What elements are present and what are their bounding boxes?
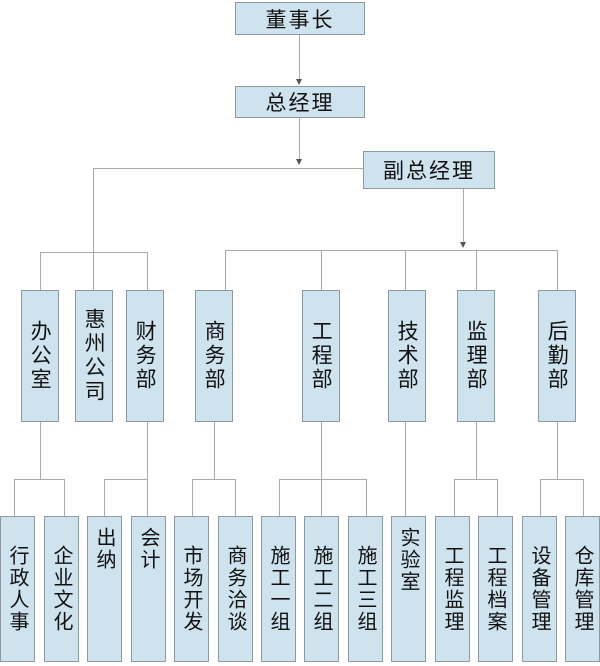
connector-finance-sub-bar xyxy=(104,479,148,480)
connector-office-drop xyxy=(40,252,41,290)
node-construction-team-1: 施工一组 xyxy=(261,516,296,662)
node-huizhou-company: 惠州公司 xyxy=(75,290,113,422)
connector-logistics-drop xyxy=(557,250,558,290)
node-office: 办公室 xyxy=(21,290,59,422)
node-engineering-archive: 工程档案 xyxy=(478,516,513,662)
node-warehouse-management: 仓库管理 xyxy=(565,516,600,662)
node-supervision: 监理部 xyxy=(457,290,495,422)
connector-finance-sub-r xyxy=(147,479,148,516)
connector-finance-drop xyxy=(147,252,148,290)
connector-deputy-down xyxy=(463,189,464,243)
connector-office-group xyxy=(40,252,148,253)
node-corporate-culture: 企业文化 xyxy=(44,516,79,662)
connector-supervision-drop xyxy=(476,250,477,290)
node-finance: 财务部 xyxy=(126,290,164,422)
node-construction-team-2: 施工二组 xyxy=(304,516,339,662)
connector-engineering-sub-r xyxy=(366,479,367,516)
connector-chairman-gm xyxy=(299,35,300,80)
connector-office-sub-bar xyxy=(14,479,65,480)
node-equipment-management: 设备管理 xyxy=(522,516,557,662)
node-business-negotiation: 商务洽谈 xyxy=(218,516,253,662)
node-market-development: 市场开发 xyxy=(174,516,209,662)
connector-engineering-sub-m xyxy=(321,479,322,516)
arrow-gm-down xyxy=(296,159,302,165)
node-admin-hr: 行政人事 xyxy=(0,516,35,662)
node-construction-team-3: 施工三组 xyxy=(348,516,383,662)
connector-logistics-sub xyxy=(557,422,558,479)
connector-technology-drop xyxy=(405,250,406,290)
connector-supervision-sub xyxy=(476,422,477,479)
connector-engineering-drop xyxy=(321,250,322,290)
connector-engineering-sub xyxy=(321,422,322,479)
connector-finance-sub xyxy=(147,422,148,479)
connector-left-drop xyxy=(93,168,94,252)
connector-business-sub-bar xyxy=(192,479,236,480)
connector-huizhou-drop xyxy=(93,252,94,290)
connector-technology-sub xyxy=(405,422,406,516)
connector-gm-down xyxy=(299,117,300,160)
connector-logistics-sub-l xyxy=(540,479,541,516)
connector-logistics-sub-bar xyxy=(540,479,584,480)
node-deputy-gm: 副总经理 xyxy=(363,151,495,189)
connector-office-sub-l xyxy=(14,479,15,516)
connector-dept-bar xyxy=(225,250,558,251)
connector-office-sub xyxy=(40,422,41,479)
connector-business-sub-r xyxy=(235,479,236,516)
connector-engineering-sub-l xyxy=(279,479,280,516)
connector-left-bar xyxy=(93,168,363,169)
node-technology: 技术部 xyxy=(388,290,426,422)
connector-supervision-sub-bar xyxy=(454,479,498,480)
node-laboratory: 实验室 xyxy=(391,516,426,662)
arrow-to-gm xyxy=(296,79,302,85)
node-logistics: 后勤部 xyxy=(538,290,576,422)
connector-supervision-sub-l xyxy=(454,479,455,516)
connector-logistics-sub-r xyxy=(583,479,584,516)
arrow-deputy-down xyxy=(460,242,466,248)
connector-supervision-sub-r xyxy=(497,479,498,516)
node-engineering: 工程部 xyxy=(302,290,340,422)
node-chairman: 董事长 xyxy=(235,2,365,35)
node-cashier: 出纳 xyxy=(87,516,122,662)
node-gm: 总经理 xyxy=(235,86,365,118)
node-engineering-supervision: 工程监理 xyxy=(435,516,470,662)
connector-business-drop xyxy=(225,250,226,290)
node-business: 商务部 xyxy=(195,290,233,422)
connector-business-sub xyxy=(214,422,215,479)
connector-engineering-sub-bar xyxy=(279,479,367,480)
node-accounting: 会计 xyxy=(131,516,166,662)
connector-business-sub-l xyxy=(192,479,193,516)
connector-office-sub-r xyxy=(64,479,65,516)
connector-finance-sub-l xyxy=(104,479,105,516)
